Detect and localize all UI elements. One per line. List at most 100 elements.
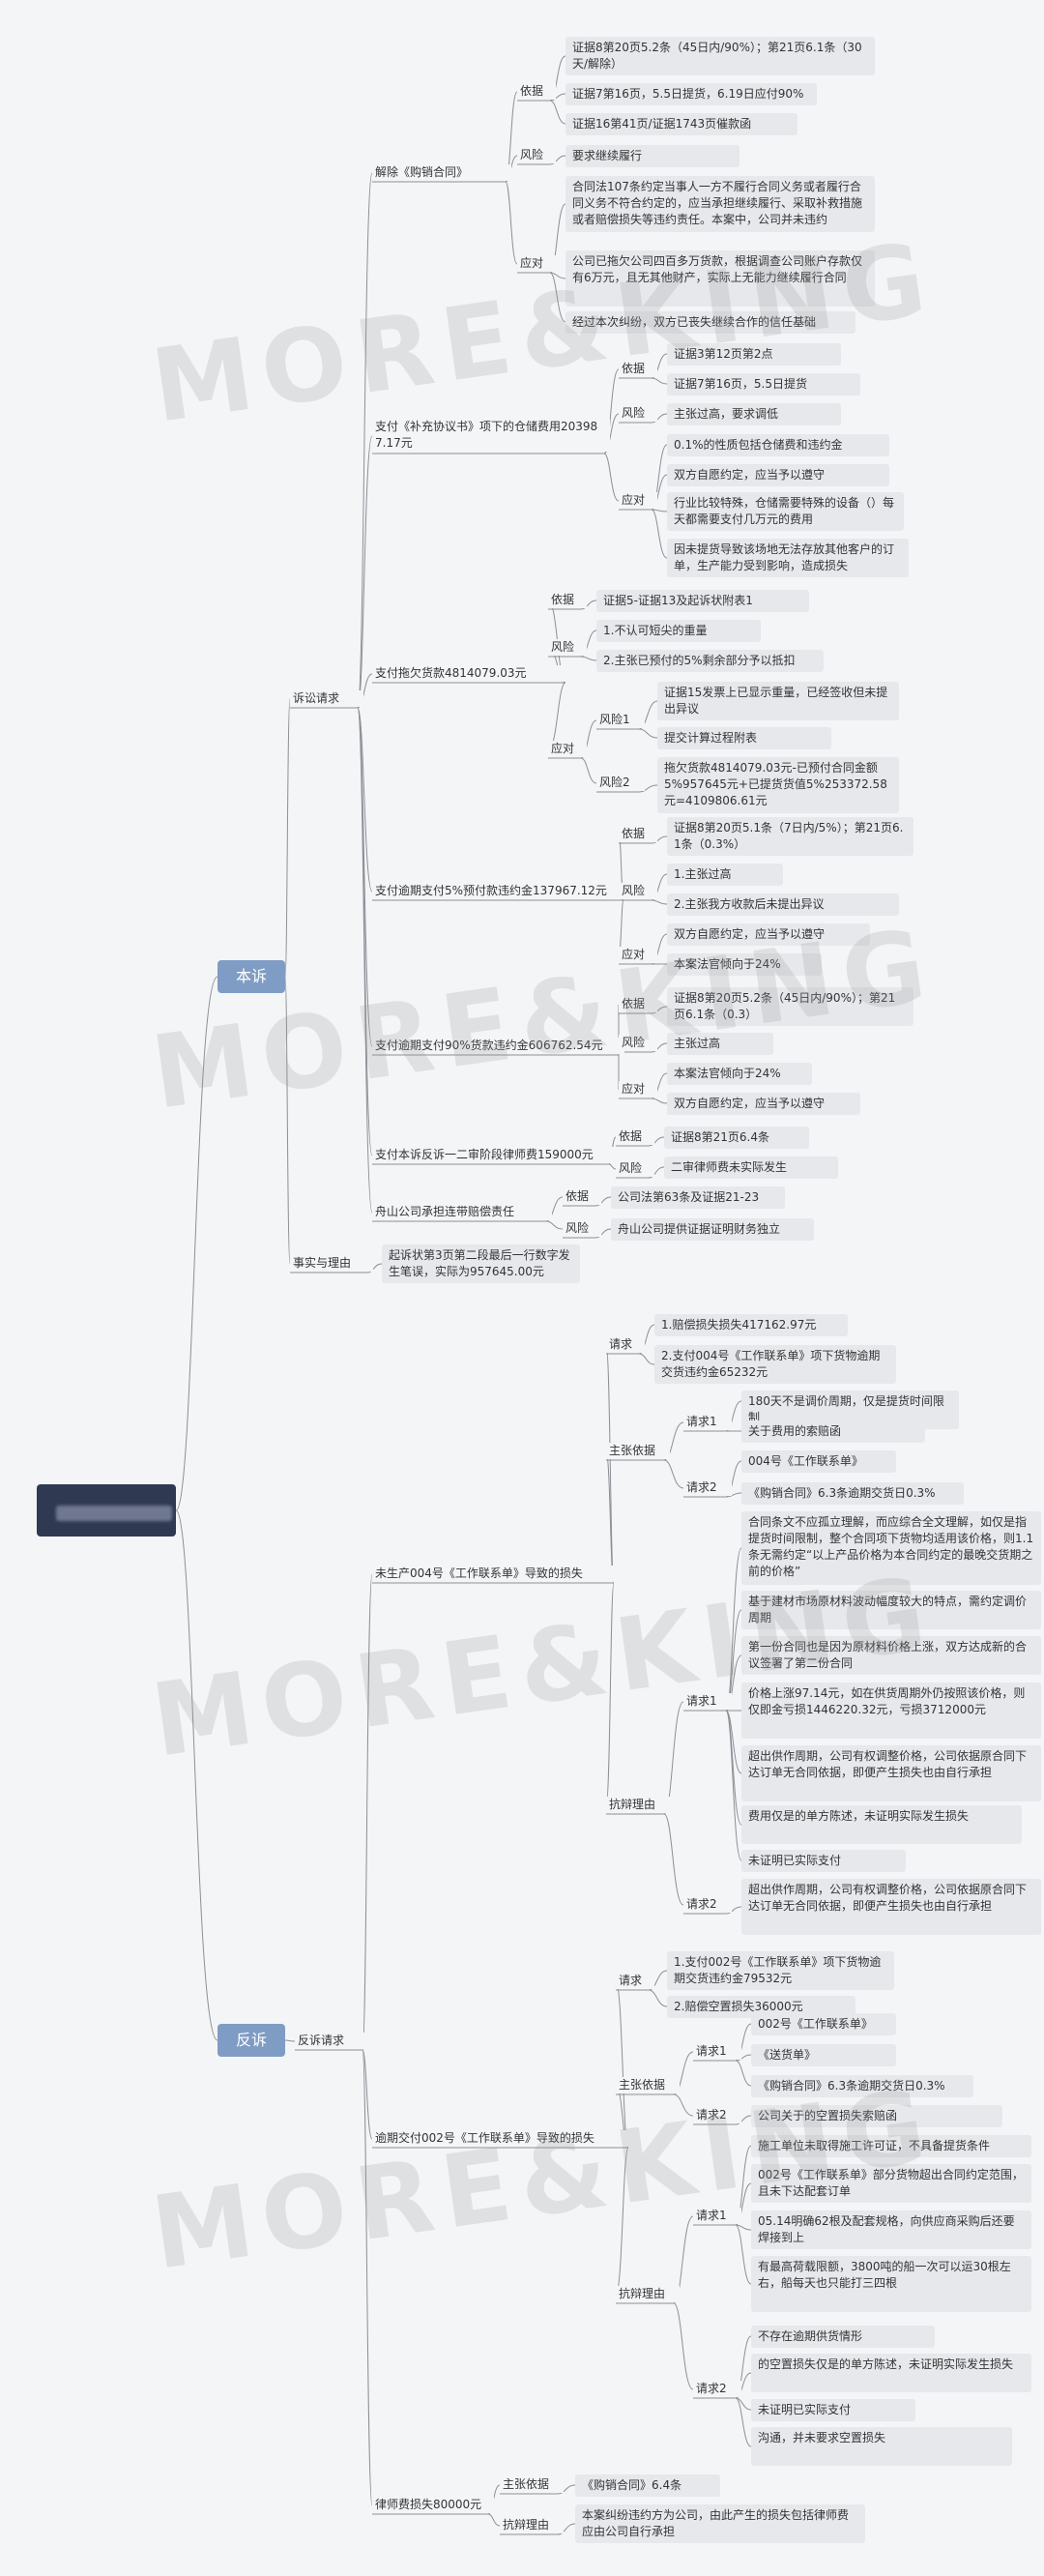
mind-map-node[interactable]: 舟山公司提供证据证明财务独立 [611, 1218, 814, 1241]
mind-map-node[interactable]: 证据8第20页5.2条（45日内/90%）；第21页6.1条（30天/解除） [566, 37, 875, 75]
mind-map-node[interactable]: 拖欠货款4814079.03元-已预付合同金额5%957645元+已提货货值5%… [657, 757, 899, 813]
mind-map-node[interactable]: 请求1 [683, 1693, 732, 1710]
mind-map-node[interactable]: 1.主张过高 [667, 864, 783, 886]
mind-map-node[interactable]: 请求1 [693, 2208, 741, 2224]
mind-map-node[interactable]: 《送货单》 [751, 2044, 896, 2066]
mind-map-node[interactable]: 请求 [616, 1973, 654, 1989]
mind-map-node[interactable]: 抗辩理由 [500, 2517, 564, 2533]
mind-map-node[interactable]: 行业比较特殊，仓储需要特殊的设备（）每天都需要支付几万元的费用 [667, 492, 904, 531]
mind-map-node[interactable]: 舟山公司承担连带赔偿责任 [372, 1204, 552, 1220]
root-node[interactable] [37, 1484, 176, 1537]
mind-map-node[interactable]: 双方自愿约定，应当予以遵守 [667, 464, 889, 486]
mind-map-node[interactable]: 支付逾期支付90%货款违约金606762.54元 [372, 1038, 624, 1054]
mind-map-node[interactable]: 依据 [517, 83, 556, 100]
mind-map-node[interactable]: 主张过高 [667, 1033, 773, 1055]
mind-map-node[interactable]: 本案纠纷违约方为公司，由此产生的损失包括律师费应由公司自行承担 [575, 2504, 865, 2543]
mind-map-node[interactable]: 002号《工作联系单》 [751, 2013, 896, 2035]
mind-map-node[interactable]: 解除《购销合同》 [372, 164, 511, 181]
mind-map-node[interactable]: 费用仅是的单方陈述，未证明实际发生损失 [741, 1805, 1022, 1844]
mind-map-node[interactable]: 支付《补充协议书》项下的仓储费用203987.17元 [372, 419, 610, 452]
mind-map-node[interactable]: 请求2 [693, 2381, 741, 2397]
mind-map-node[interactable]: 双方自愿约定，应当予以遵守 [667, 1093, 860, 1115]
mind-map-node[interactable]: 双方自愿约定，应当予以遵守 [667, 923, 870, 946]
mind-map-node[interactable]: 关于费用的索赔函 [741, 1420, 925, 1443]
mind-map-node[interactable]: 风险 [619, 405, 657, 422]
mind-map-node[interactable]: 支付本诉反诉一二审阶段律师费159000元 [372, 1147, 615, 1163]
branch-node-fanshu[interactable]: 反诉 [218, 2024, 285, 2057]
branch-node-benshu[interactable]: 本诉 [218, 960, 285, 993]
mind-map-node[interactable]: 施工单位未取得施工许可证，不具备提货条件 [751, 2135, 1031, 2157]
mind-map-node[interactable]: 应对 [619, 492, 657, 509]
mind-map-node[interactable]: 请求1 [693, 2043, 741, 2060]
mind-map-node[interactable]: 反诉请求 [295, 2033, 368, 2049]
mind-map-node[interactable]: 依据 [619, 826, 657, 842]
mind-map-node[interactable]: 二审律师费未实际发生 [664, 1156, 838, 1179]
mind-map-node[interactable]: 不存在逾期供货情形 [751, 2326, 935, 2348]
mind-map-node[interactable]: 公司法第63条及证据21-23 [611, 1186, 785, 1209]
mind-map-node[interactable]: 提交计算过程附表 [657, 727, 831, 749]
mind-map-node[interactable]: 请求2 [683, 1479, 732, 1496]
mind-map-node[interactable]: 证据16第41页/证据1743页催款函 [566, 113, 798, 135]
mind-map-node[interactable]: 2.赔偿空置损失36000元 [667, 1996, 856, 2018]
mind-map-node[interactable]: 2.支付004号《工作联系单》项下货物逾期交货违约金65232元 [654, 1345, 896, 1384]
mind-map-node[interactable]: 依据 [616, 1128, 654, 1145]
mind-map-node[interactable]: 2.主张已预付的5%剩余部分予以抵扣 [596, 650, 824, 672]
mind-map-node[interactable]: 本案法官倾向于24% [667, 953, 822, 976]
mind-map-node[interactable]: 公司已拖欠公司四百多万货款，根据调查公司账户存款仅有6万元，且无其他财产，实际上… [566, 250, 875, 307]
mind-map-node[interactable]: 证据8第20页5.1条（7日内/5%）；第21页6.1条（0.3%） [667, 817, 914, 856]
mind-map-node[interactable]: 风险 [616, 1160, 654, 1177]
mind-map-node[interactable]: 证据7第16页，5.5日提货 [667, 373, 860, 395]
mind-map-node[interactable]: 应对 [548, 741, 587, 757]
mind-map-node[interactable]: 请求1 [683, 1414, 732, 1430]
mind-map-node[interactable]: 的空置损失仅是的单方陈述，未证明实际发生损失 [751, 2354, 1031, 2392]
mind-map-node[interactable]: 证据5-证据13及起诉状附表1 [596, 590, 809, 612]
mind-map-node[interactable]: 风险1 [596, 712, 645, 728]
mind-map-node[interactable]: 主张过高，要求调低 [667, 403, 841, 425]
mind-map-node[interactable]: 证据8第21页6.4条 [664, 1127, 809, 1149]
mind-map-node[interactable]: 起诉状第3页第二段最后一行数字发生笔误，实际为957645.00元 [382, 1244, 580, 1283]
mind-map-node[interactable]: 《购销合同》6.3条逾期交货日0.3% [751, 2075, 973, 2097]
mind-map-node[interactable]: 沟通，并未要求空置损失 [751, 2427, 1012, 2466]
mind-map-node[interactable]: 第一份合同也是因为原材料价格上涨，双方达成新的合议签署了第二份合同 [741, 1636, 1041, 1675]
mind-map-node[interactable]: 0.1%的性质包括仓储费和违约金 [667, 434, 889, 456]
mind-map-node[interactable]: 抗辩理由 [616, 2286, 680, 2302]
mind-map-node[interactable]: 逾期交付002号《工作联系单》导致的损失 [372, 2130, 634, 2147]
mind-map-node[interactable]: 002号《工作联系单》部分货物超出合同约定范围，且未下达配套订单 [751, 2164, 1031, 2203]
mind-map-node[interactable]: 未证明已实际支付 [741, 1850, 906, 1872]
mind-map-node[interactable]: 证据7第16页，5.5日提货，6.19日应付90% [566, 83, 817, 105]
mind-map-node[interactable]: 价格上涨97.14元，如在供货周期外仍按照该价格，则仅即金亏损1446220.3… [741, 1683, 1041, 1739]
mind-map-node[interactable]: 主张依据 [606, 1443, 670, 1459]
mind-map-node[interactable]: 风险 [619, 883, 657, 899]
mind-map-node[interactable]: 证据8第20页5.2条（45日内/90%）；第21页6.1条（0.3） [667, 987, 914, 1026]
mind-map-node[interactable]: 律师费损失80000元 [372, 2497, 494, 2513]
mind-map-node[interactable]: 依据 [563, 1188, 601, 1205]
mind-map-node[interactable]: 超出供作周期，公司有权调整价格，公司依据原合同下达订单无合同依据，即便产生损失也… [741, 1745, 1041, 1801]
mind-map-node[interactable]: 2.主张我方收款后未提出异议 [667, 893, 899, 916]
mind-map-node[interactable]: 风险 [517, 147, 556, 163]
mind-map-node[interactable]: 004号《工作联系单》 [741, 1450, 896, 1473]
mind-map-node[interactable]: 风险2 [596, 775, 645, 791]
mind-map-node[interactable]: 因未提货导致该场地无法存放其他客户的订单，生产能力受到影响，造成损失 [667, 539, 909, 577]
mind-map-node[interactable]: 应对 [619, 947, 657, 963]
mind-map-node[interactable]: 应对 [517, 255, 556, 272]
mind-map-node[interactable]: 未生产004号《工作联系单》导致的损失 [372, 1566, 620, 1582]
mind-map-node[interactable]: 基于建材市场原材料波动幅度较大的特点，需约定调价周期 [741, 1591, 1041, 1629]
mind-map-node[interactable]: 请求2 [683, 1896, 732, 1913]
mind-map-node[interactable]: 1.支付002号《工作联系单》项下货物逾期交货违约金79532元 [667, 1951, 894, 1990]
mind-map-node[interactable]: 合同法107条约定当事人一方不履行合同义务或者履行合同义务不符合约定的，应当承担… [566, 176, 875, 232]
mind-map-node[interactable]: 诉讼请求 [290, 690, 363, 707]
mind-map-node[interactable]: 05.14明确62根及配套规格，向供应商采购后还要焊接到上 [751, 2210, 1031, 2249]
mind-map-node[interactable]: 主张依据 [616, 2077, 680, 2093]
mind-map-node[interactable]: 请求 [606, 1336, 645, 1353]
mind-map-node[interactable]: 有最高荷载限额，3800吨的船一次可以运30根左右，船每天也只能打三四根 [751, 2256, 1031, 2312]
mind-map-node[interactable]: 1.赔偿损失损失417162.97元 [654, 1314, 848, 1336]
mind-map-node[interactable]: 《购销合同》6.4条 [575, 2474, 720, 2497]
mind-map-node[interactable]: 未证明已实际支付 [751, 2399, 915, 2421]
mind-map-node[interactable]: 合同条文不应孤立理解，而应综合全文理解，如仅是指提货时间限制，整个合同项下货物均… [741, 1511, 1041, 1585]
mind-map-node[interactable]: 支付拖欠货款4814079.03元 [372, 665, 571, 682]
mind-map-node[interactable]: 风险 [619, 1035, 657, 1051]
mind-map-node[interactable]: 经过本次纠纷，双方已丧失继续合作的信任基础 [566, 311, 856, 334]
mind-map-node[interactable]: 证据3第12页第2点 [667, 343, 841, 366]
mind-map-node[interactable]: 《购销合同》6.3条逾期交货日0.3% [741, 1482, 964, 1505]
mind-map-node[interactable]: 应对 [619, 1081, 657, 1098]
